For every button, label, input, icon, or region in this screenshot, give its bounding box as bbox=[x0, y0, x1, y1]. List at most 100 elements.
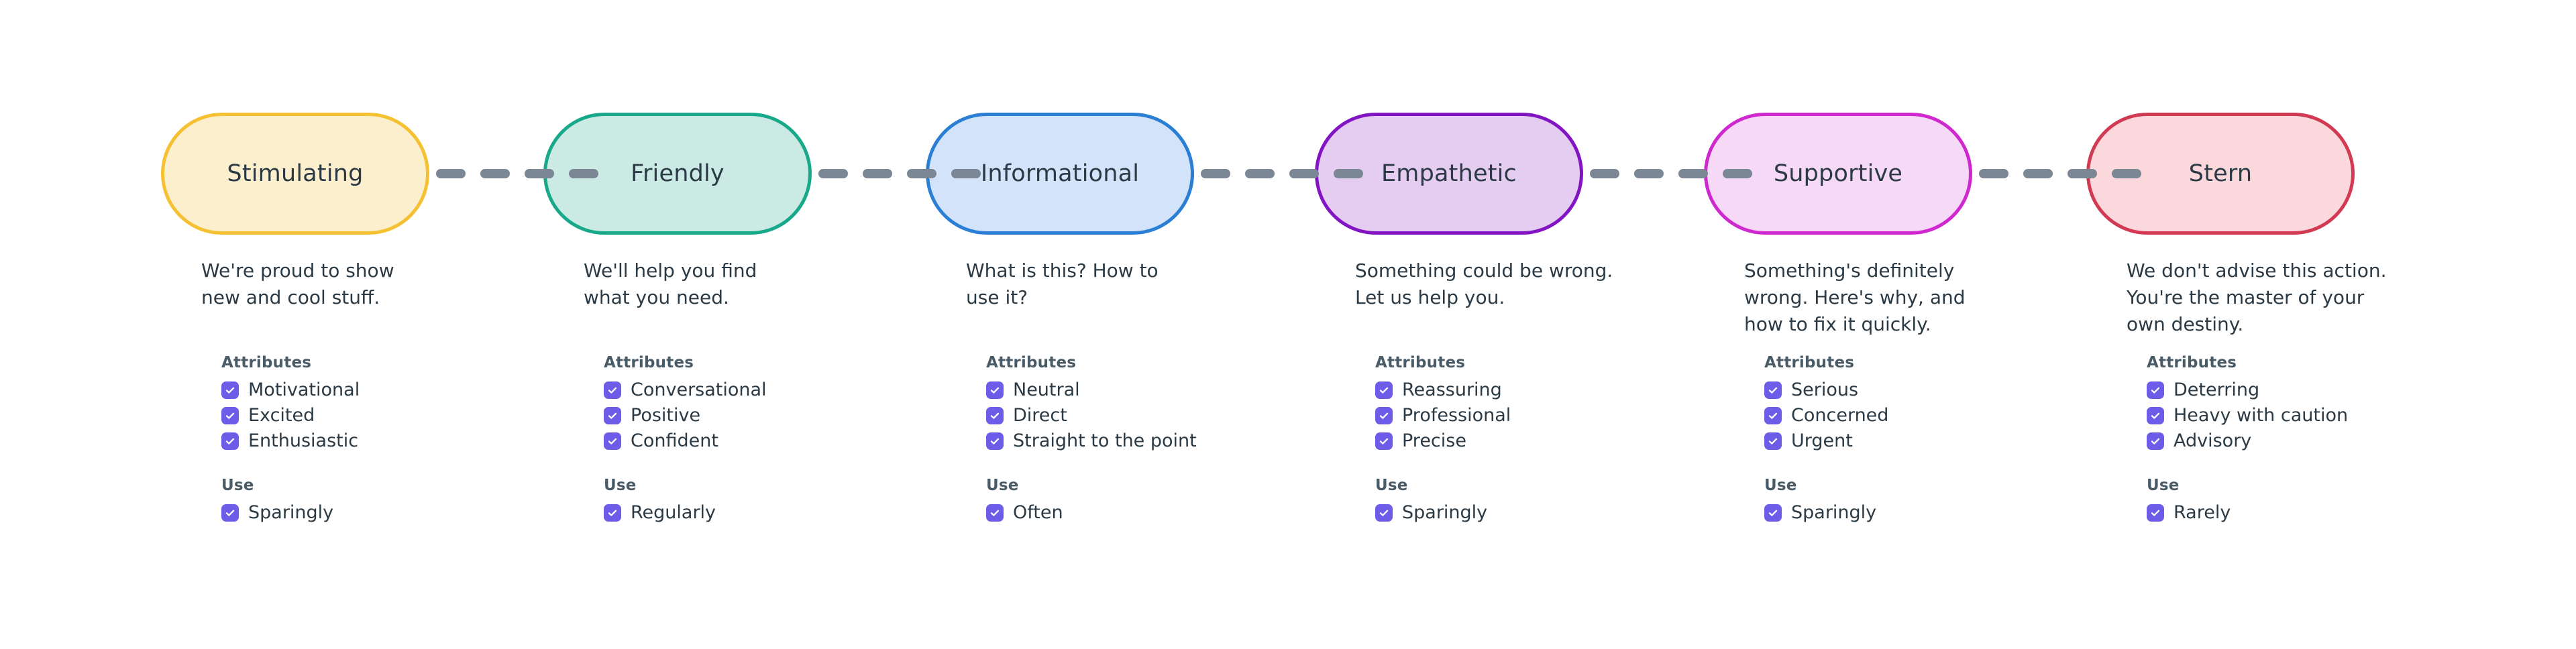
attributes-group-title: Attributes bbox=[604, 354, 694, 371]
checkbox-checked[interactable] bbox=[604, 432, 621, 450]
connector-dash bbox=[1289, 169, 1319, 178]
connector-dash bbox=[1245, 169, 1275, 178]
use-group-title: Use bbox=[2147, 477, 2180, 494]
checkbox-checked[interactable] bbox=[1764, 432, 1782, 450]
checkbox-checked[interactable] bbox=[1764, 504, 1782, 522]
check-icon bbox=[1768, 510, 1778, 516]
check-icon bbox=[2151, 510, 2160, 516]
connector-dash bbox=[2068, 169, 2097, 178]
checkbox-checked[interactable] bbox=[221, 432, 239, 450]
use-label: Sparingly bbox=[1402, 502, 1488, 523]
checkbox-checked[interactable] bbox=[986, 381, 1004, 399]
attribute-label: Straight to the point bbox=[1013, 430, 1197, 451]
tone-description: Something could be wrong. Let us help yo… bbox=[1355, 259, 1613, 308]
checkbox-checked[interactable] bbox=[2147, 504, 2164, 522]
check-icon bbox=[1768, 438, 1778, 445]
use-label: Sparingly bbox=[248, 502, 334, 523]
use-checkbox-row[interactable]: Rarely bbox=[2147, 500, 2435, 526]
attribute-checkbox-row[interactable]: Motivational bbox=[221, 377, 510, 403]
tone-pill-label: Empathetic bbox=[1381, 160, 1517, 187]
use-checkbox-row[interactable]: Sparingly bbox=[1375, 500, 1664, 526]
check-icon bbox=[225, 387, 235, 394]
checkbox-checked[interactable] bbox=[221, 504, 239, 522]
attribute-checkbox-row[interactable]: Confident bbox=[604, 428, 892, 454]
check-icon bbox=[1379, 387, 1389, 394]
attribute-checkbox-row[interactable]: Straight to the point bbox=[986, 428, 1275, 454]
attribute-label: Confident bbox=[631, 430, 718, 451]
checkbox-checked[interactable] bbox=[1764, 407, 1782, 424]
checkbox-checked[interactable] bbox=[986, 407, 1004, 424]
use-checkbox-row[interactable]: Sparingly bbox=[1764, 500, 2053, 526]
attribute-checkbox-row[interactable]: Precise bbox=[1375, 428, 1664, 454]
use-checkbox-row[interactable]: Often bbox=[986, 500, 1275, 526]
tone-pill[interactable]: Informational bbox=[926, 113, 1194, 235]
connector-dash bbox=[863, 169, 892, 178]
checkbox-checked[interactable] bbox=[1375, 504, 1393, 522]
checkbox-checked[interactable] bbox=[2147, 407, 2164, 424]
checkbox-checked[interactable] bbox=[986, 432, 1004, 450]
attribute-checkbox-row[interactable]: Reassuring bbox=[1375, 377, 1664, 403]
checkbox-checked[interactable] bbox=[604, 381, 621, 399]
attributes-group-title: Attributes bbox=[2147, 354, 2237, 371]
attribute-checkbox-row[interactable]: Advisory bbox=[2147, 428, 2435, 454]
checkbox-checked[interactable] bbox=[2147, 432, 2164, 450]
attribute-checkbox-row[interactable]: Excited bbox=[221, 403, 510, 428]
attribute-checkbox-row[interactable]: Concerned bbox=[1764, 403, 2053, 428]
connector-dash bbox=[907, 169, 936, 178]
checkbox-checked[interactable] bbox=[221, 381, 239, 399]
tone-pill-label: Stern bbox=[2188, 160, 2253, 187]
checkbox-checked[interactable] bbox=[221, 407, 239, 424]
check-icon bbox=[608, 510, 617, 516]
checkbox-checked[interactable] bbox=[604, 407, 621, 424]
attribute-checkbox-row[interactable]: Enthusiastic bbox=[221, 428, 510, 454]
checkbox-checked[interactable] bbox=[2147, 381, 2164, 399]
use-label: Sparingly bbox=[1791, 502, 1877, 523]
check-icon bbox=[1379, 412, 1389, 419]
attribute-checkbox-row[interactable]: Direct bbox=[986, 403, 1275, 428]
attribute-checkbox-row[interactable]: Urgent bbox=[1764, 428, 2053, 454]
tone-pill-label: Friendly bbox=[631, 160, 724, 187]
use-checkbox-row[interactable]: Regularly bbox=[604, 500, 892, 526]
check-icon bbox=[1379, 438, 1389, 445]
checkbox-checked[interactable] bbox=[1764, 381, 1782, 399]
attribute-label: Heavy with caution bbox=[2174, 405, 2349, 426]
connector-dash bbox=[951, 169, 981, 178]
checkbox-checked[interactable] bbox=[604, 504, 621, 522]
check-icon bbox=[608, 387, 617, 394]
attribute-checkbox-row[interactable]: Serious bbox=[1764, 377, 2053, 403]
attribute-checkbox-row[interactable]: Conversational bbox=[604, 377, 892, 403]
check-icon bbox=[2151, 387, 2160, 394]
check-icon bbox=[2151, 438, 2160, 445]
attribute-label: Professional bbox=[1402, 405, 1511, 426]
attribute-checkbox-row[interactable]: Professional bbox=[1375, 403, 1664, 428]
attribute-label: Excited bbox=[248, 405, 315, 426]
attribute-checkbox-row[interactable]: Deterring bbox=[2147, 377, 2435, 403]
attributes-group-title: Attributes bbox=[221, 354, 312, 371]
checkbox-checked[interactable] bbox=[986, 504, 1004, 522]
check-icon bbox=[2151, 412, 2160, 419]
attribute-checkbox-row[interactable]: Neutral bbox=[986, 377, 1275, 403]
connector-dash bbox=[1678, 169, 1708, 178]
checkbox-checked[interactable] bbox=[1375, 432, 1393, 450]
connector-dash bbox=[525, 169, 554, 178]
connector-dash bbox=[569, 169, 598, 178]
tone-pill[interactable]: Empathetic bbox=[1315, 113, 1583, 235]
attribute-checkbox-row[interactable]: Heavy with caution bbox=[2147, 403, 2435, 428]
tone-pill-label: Stimulating bbox=[227, 160, 364, 187]
checkbox-checked[interactable] bbox=[1375, 407, 1393, 424]
checkbox-checked[interactable] bbox=[1375, 381, 1393, 399]
connector-dash bbox=[2112, 169, 2141, 178]
attribute-checkbox-row[interactable]: Positive bbox=[604, 403, 892, 428]
use-checkbox-row[interactable]: Sparingly bbox=[221, 500, 510, 526]
tone-pill[interactable]: Stimulating bbox=[161, 113, 429, 235]
